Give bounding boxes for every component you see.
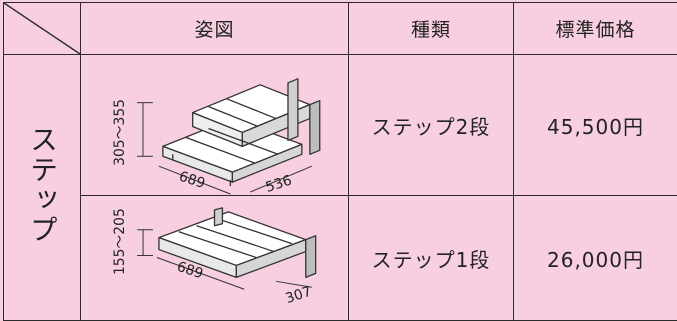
step-1-illustration: 155～205 689 307 xyxy=(81,196,348,320)
header-row: 姿図 種類 標準価格 xyxy=(4,3,677,55)
depth-dim-label: 307 xyxy=(284,284,314,307)
step-2-figure: 305～355 689 536 xyxy=(81,55,349,196)
price-cell: 26,000円 xyxy=(514,196,677,321)
type-header: 種類 xyxy=(349,3,514,55)
category-cell: ステップ xyxy=(4,55,81,321)
diagonal-line xyxy=(4,3,80,54)
price-cell: 45,500円 xyxy=(514,55,677,196)
step-1-figure: 155～205 689 307 xyxy=(81,196,349,321)
corner-cell xyxy=(4,3,81,55)
height-dim-label: 305～355 xyxy=(112,99,128,166)
type-cell: ステップ2段 xyxy=(349,55,514,196)
length-dim-label: 689 xyxy=(177,169,207,192)
figure-header: 姿図 xyxy=(81,3,349,55)
price-header: 標準価格 xyxy=(514,3,677,55)
type-cell: ステップ1段 xyxy=(349,196,514,321)
height-dim-label: 155～205 xyxy=(112,208,128,275)
product-table: 姿図 種類 標準価格 ステップ xyxy=(3,2,677,321)
category-label: ステップ xyxy=(27,125,57,245)
table-row: ステップ xyxy=(4,55,677,196)
table-row: 155～205 689 307 ステップ1段 26,000円 xyxy=(4,196,677,321)
depth-dim-label: 536 xyxy=(264,173,294,195)
step-2-illustration: 305～355 689 536 xyxy=(81,55,348,195)
